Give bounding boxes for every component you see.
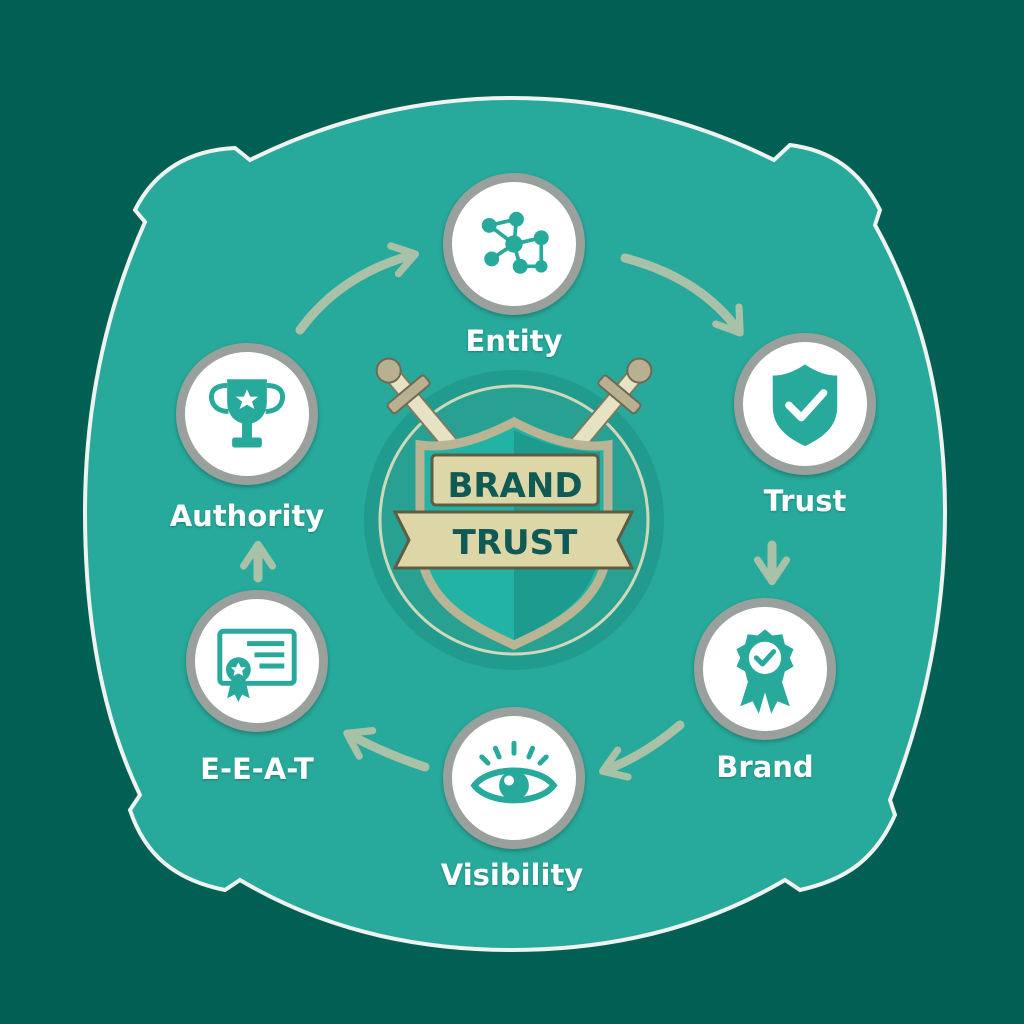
emblem-title-line1: BRAND bbox=[447, 466, 582, 506]
node-trust-label: Trust bbox=[763, 484, 847, 518]
node-entity-circle bbox=[443, 173, 585, 315]
node-trust-circle bbox=[734, 333, 876, 475]
node-brand-circle bbox=[694, 598, 836, 740]
award-ribbon-icon bbox=[736, 629, 794, 714]
node-authority-circle bbox=[176, 343, 318, 485]
eye-icon bbox=[470, 740, 558, 804]
shield-check-icon bbox=[772, 364, 838, 447]
arrow-authority-to-entity bbox=[295, 242, 420, 335]
node-visibility-label: Visibility bbox=[440, 858, 584, 892]
arrow-brand-to-visibility bbox=[599, 720, 685, 781]
node-visibility-circle bbox=[443, 707, 585, 849]
arrow-visibility-to-eeat bbox=[343, 727, 430, 772]
cycle-arrows bbox=[240, 242, 790, 781]
node-brand-label: Brand bbox=[716, 750, 814, 784]
emblem-title-line2: TRUST bbox=[453, 523, 578, 563]
certificate-icon bbox=[217, 628, 297, 702]
node-authority-label: Authority bbox=[169, 499, 325, 533]
network-icon bbox=[481, 211, 549, 274]
arrow-entity-to-trust bbox=[620, 253, 744, 337]
brand-trust-emblem: BRAND TRUST bbox=[364, 357, 664, 670]
trophy-icon bbox=[208, 379, 286, 448]
node-entity-label: Entity bbox=[465, 324, 563, 358]
node-eeat-circle bbox=[186, 590, 328, 732]
node-eeat-label: E-E-A-T bbox=[200, 752, 314, 786]
